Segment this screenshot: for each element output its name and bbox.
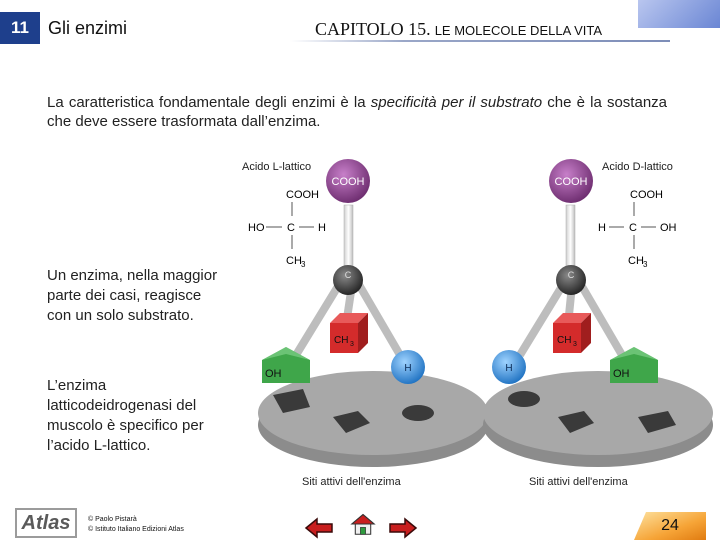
intro-text-before: La caratteristica fondamentale degli enz… — [47, 94, 371, 111]
home-icon — [350, 513, 376, 535]
right-stick-oh — [576, 280, 626, 358]
credits: © Paolo Pistarà © Istituto Italiano Ediz… — [88, 515, 184, 535]
credit-publisher: © Istituto Italiano Edizioni Atlas — [88, 526, 184, 533]
right-ch3-cube-side — [581, 313, 591, 353]
left-formula-ch-sub: 3 — [301, 260, 306, 269]
left-carbon-sphere — [333, 265, 363, 295]
left-active-site-oh — [273, 389, 310, 413]
left-ch3-cube — [330, 323, 358, 353]
left-oh-block-top — [262, 347, 310, 360]
right-oh-block-top — [610, 347, 658, 360]
chapter-heading: CAPITOLO 15.LE MOLECOLE DELLA VITA — [315, 19, 602, 40]
left-figure-label: Acido L-lattico — [242, 161, 311, 173]
left-caption: Siti attivi dell'enzima — [302, 476, 402, 488]
section-title: Gli enzimi — [48, 18, 128, 38]
l-lactic-acid-group: Acido L-lattico COOH HO C H CH 3 COOH C — [242, 159, 488, 488]
previous-slide-button[interactable] — [304, 516, 334, 540]
home-button[interactable] — [348, 512, 378, 536]
right-cooh-label: COOH — [555, 176, 588, 188]
right-formula-ch-sub: 3 — [643, 260, 648, 269]
left-oh-label: OH — [265, 368, 282, 380]
left-h-sphere — [391, 350, 425, 384]
right-ch3-label-sub: 3 — [573, 341, 577, 348]
right-h-sphere — [492, 350, 526, 384]
right-oh-label: OH — [613, 368, 630, 380]
left-carbon-label: C — [345, 270, 352, 280]
slide-number-badge: 11 — [0, 12, 40, 44]
slide-number: 11 — [11, 18, 29, 37]
header-rule — [290, 40, 670, 42]
right-h-label: H — [505, 363, 512, 374]
left-stick-oh — [292, 280, 344, 358]
atlas-logo-text: Atlas — [21, 511, 71, 534]
left-formula-ch: CH — [286, 255, 302, 267]
left-ch3-label: CH — [334, 335, 348, 346]
right-active-site-ch3 — [558, 411, 594, 433]
page-badge — [634, 512, 706, 540]
atlas-logo[interactable]: Atlas — [15, 508, 77, 538]
right-caption: Siti attivi dell'enzima — [529, 476, 629, 488]
right-cooh-sphere — [549, 159, 593, 203]
right-formula-ch: CH — [628, 255, 644, 267]
right-carbon-label: C — [568, 270, 575, 280]
left-ch3-cube-side — [358, 313, 368, 353]
left-formula-cooh: COOH — [286, 189, 319, 201]
left-active-site-h — [402, 405, 434, 421]
left-formula-c: C — [287, 222, 295, 234]
chapter-subtitle: LE MOLECOLE DELLA VITA — [434, 23, 603, 38]
right-formula-oh: OH — [660, 222, 677, 234]
left-ch3-cube-top — [330, 313, 368, 323]
left-active-site-ch3 — [333, 411, 370, 433]
right-formula-h: H — [598, 222, 606, 234]
right-ch3-label: CH — [557, 335, 571, 346]
right-formula-c: C — [629, 222, 637, 234]
right-enzyme-disk — [483, 371, 713, 455]
side-text-substrate: Un enzima, nella maggior parte dei casi,… — [47, 267, 218, 324]
left-ch3-label-sub: 3 — [350, 341, 354, 348]
left-cooh-sphere — [326, 159, 370, 203]
left-h-label: H — [404, 363, 411, 374]
left-cooh-label: COOH — [332, 176, 365, 188]
right-active-site-h — [508, 391, 540, 407]
page-number: 24 — [661, 517, 679, 534]
corner-decoration — [638, 0, 720, 28]
right-formula-cooh: COOH — [630, 189, 663, 201]
right-figure-label: Acido D-lattico — [602, 161, 673, 173]
right-ch3-cube — [553, 323, 581, 353]
left-formula-h: H — [318, 222, 326, 234]
right-stick-h — [516, 280, 568, 358]
intro-emphasis: specificità per il substrato — [370, 94, 543, 111]
next-slide-button[interactable] — [388, 516, 418, 540]
left-formula-ho: HO — [248, 222, 265, 234]
credit-author: © Paolo Pistarà — [88, 516, 137, 523]
intro-paragraph: La caratteristica fondamentale degli enz… — [47, 93, 667, 131]
right-carbon-sphere — [556, 265, 586, 295]
chapter-label: CAPITOLO 15. — [315, 19, 431, 39]
arrow-left-icon — [304, 517, 333, 539]
left-stick-h — [354, 280, 404, 358]
intro-text-after: che è la sostanza che deve essere trasfo… — [47, 94, 667, 130]
d-lactic-acid-group: Acido D-lattico COOH H C OH CH 3 COOH C … — [483, 159, 713, 488]
right-ch3-cube-top — [553, 313, 591, 323]
side-text-lactate: L’enzima latticodeidrogenasi del muscolo… — [47, 377, 204, 454]
enzyme-specificity-figure: Acido L-lattico COOH HO C H CH 3 COOH C — [242, 159, 713, 488]
left-enzyme-disk — [258, 371, 488, 455]
right-active-site-oh — [638, 411, 676, 433]
arrow-right-icon — [389, 517, 418, 539]
